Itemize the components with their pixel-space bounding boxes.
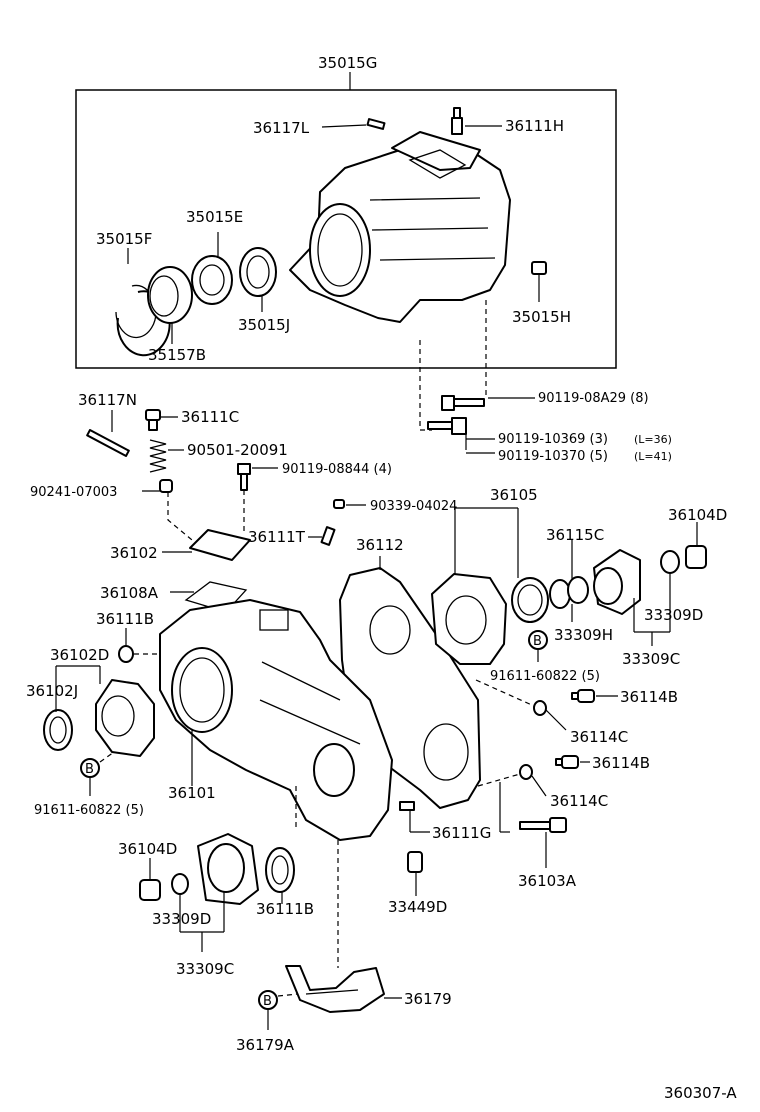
label-36117L: 36117L bbox=[253, 119, 310, 137]
label-36101: 36101 bbox=[168, 784, 216, 802]
plug-36114B-top bbox=[571, 689, 595, 703]
gasket-36114C-bottom bbox=[519, 764, 533, 780]
plug-36111C bbox=[145, 409, 161, 431]
oil-seal-35015J bbox=[239, 247, 277, 297]
marker-b-left-text: B bbox=[85, 762, 94, 777]
pin-36117N bbox=[86, 429, 130, 457]
companion-flange-bottom bbox=[139, 833, 295, 905]
label-36114C-bottom: 36114C bbox=[550, 792, 608, 810]
breather-36111H bbox=[451, 107, 463, 135]
sleeve-33449D bbox=[407, 851, 423, 873]
label-36104D-bottom: 36104D bbox=[118, 840, 177, 858]
extension-housing bbox=[289, 131, 511, 323]
bolt-90119-10369 bbox=[427, 417, 467, 435]
label-36105: 36105 bbox=[490, 486, 538, 504]
label-90501-20091: 90501-20091 bbox=[187, 441, 288, 459]
label-35015E: 35015E bbox=[186, 208, 243, 226]
label-36114B-top: 36114B bbox=[620, 688, 678, 706]
cover-36102 bbox=[189, 529, 251, 561]
label-36111C: 36111C bbox=[181, 408, 239, 426]
seal-36102J bbox=[43, 709, 73, 751]
label-90119-10369: 90119-10369 (3) bbox=[498, 432, 608, 447]
note-90119-10370: (L=41) bbox=[634, 450, 672, 463]
bolt-90119-08844 bbox=[237, 463, 251, 491]
label-36115C: 36115C bbox=[546, 526, 604, 544]
pin-36111G bbox=[399, 801, 415, 811]
marker-b-top-text: B bbox=[533, 634, 542, 649]
bolt-36103A bbox=[519, 817, 567, 833]
label-33309D-top: 33309D bbox=[644, 606, 703, 624]
spring-90501-20091 bbox=[149, 439, 167, 473]
label-91611-left: 91611-60822 (5) bbox=[34, 803, 144, 818]
label-90339-04024: 90339-04024 bbox=[370, 499, 457, 514]
label-36111B-bottom: 36111B bbox=[256, 900, 314, 918]
plug-35015H bbox=[531, 261, 547, 275]
pin-36117L bbox=[366, 118, 386, 130]
label-36111H: 36111H bbox=[505, 117, 564, 135]
label-35015H: 35015H bbox=[512, 308, 571, 326]
label-36111B-top: 36111B bbox=[96, 610, 154, 628]
label-91611-top: 91611-60822 (5) bbox=[490, 669, 600, 684]
gasket-36114C-top bbox=[533, 700, 547, 716]
protector-36179 bbox=[285, 965, 385, 1013]
bearing-33309H bbox=[549, 576, 589, 609]
plug-36111B-top bbox=[118, 645, 134, 663]
label-35015F: 35015F bbox=[96, 230, 152, 248]
transfer-case-36101 bbox=[159, 599, 393, 841]
retainer-36105 bbox=[431, 573, 507, 665]
label-36179A: 36179A bbox=[236, 1036, 295, 1054]
plug-36114B-bottom bbox=[555, 755, 579, 769]
spacer-35157B bbox=[147, 266, 193, 324]
label-90241-07003: 90241-07003 bbox=[30, 485, 117, 500]
label-35157B: 35157B bbox=[148, 346, 206, 364]
bolt-90119-08A29 bbox=[441, 395, 485, 411]
label-36117N: 36117N bbox=[78, 391, 137, 409]
drawing-number: 360307-A bbox=[664, 1084, 737, 1102]
label-35015G: 35015G bbox=[318, 54, 377, 72]
label-33309C-bottom: 33309C bbox=[176, 960, 234, 978]
label-36111G: 36111G bbox=[432, 824, 491, 842]
label-36102J: 36102J bbox=[26, 682, 78, 700]
label-36102D: 36102D bbox=[50, 646, 109, 664]
label-33309D-bottom: 33309D bbox=[152, 910, 211, 928]
label-36114C-top: 36114C bbox=[570, 728, 628, 746]
cover-36102D bbox=[95, 679, 155, 757]
label-90119-10370: 90119-10370 (5) bbox=[498, 449, 608, 464]
bearing-35015E bbox=[191, 255, 233, 305]
label-33309H: 33309H bbox=[554, 626, 613, 644]
seal-36115C bbox=[511, 577, 549, 623]
assembly-box-35015G bbox=[75, 89, 617, 369]
label-90119-08844: 90119-08844 (4) bbox=[282, 462, 392, 477]
label-33309C-top: 33309C bbox=[622, 650, 680, 668]
label-36111T: 36111T bbox=[248, 528, 306, 546]
label-35015J: 35015J bbox=[238, 316, 290, 334]
label-33449D: 33449D bbox=[388, 898, 447, 916]
label-36102: 36102 bbox=[110, 544, 158, 562]
ball-90241-07003 bbox=[159, 479, 173, 493]
label-36103A: 36103A bbox=[518, 872, 577, 890]
label-36179: 36179 bbox=[404, 990, 452, 1008]
note-90119-10369: (L=36) bbox=[634, 433, 672, 446]
label-36104D-top: 36104D bbox=[668, 506, 727, 524]
label-90119-08A29: 90119-08A29 (8) bbox=[538, 391, 649, 406]
companion-flange-top bbox=[593, 545, 707, 615]
label-36114B-bottom: 36114B bbox=[592, 754, 650, 772]
part-36111T bbox=[320, 526, 336, 546]
label-36112: 36112 bbox=[356, 536, 404, 554]
marker-b-bottom-text: B bbox=[263, 994, 272, 1009]
part-90339-04024 bbox=[333, 499, 345, 509]
label-36108A: 36108A bbox=[100, 584, 159, 602]
